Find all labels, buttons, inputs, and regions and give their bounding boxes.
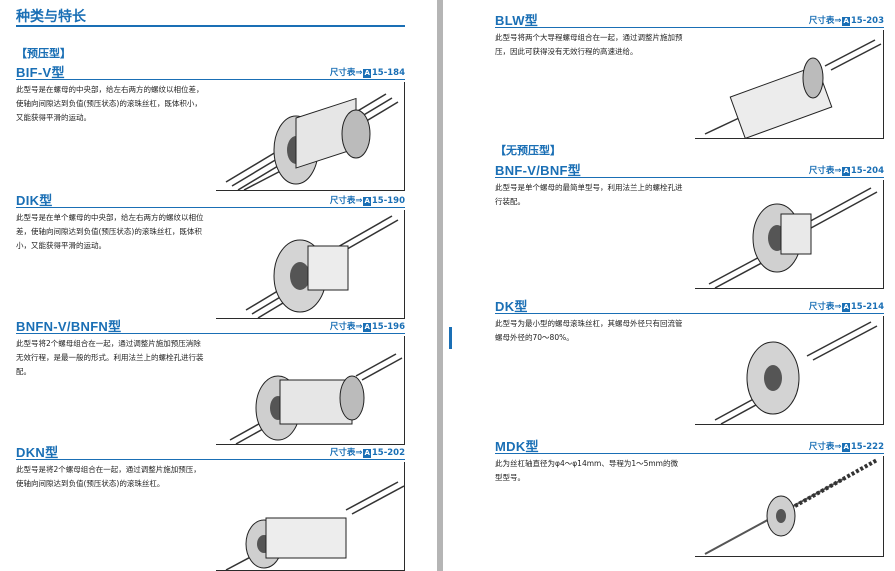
product-name: MDK型 [495, 439, 539, 454]
product-illustration [216, 336, 405, 445]
ref-prefix: 尺寸表⇒ [808, 302, 842, 312]
product-description: 此型号是将2个螺母组合在一起，通过调整片施加预压，使轴向间隙达到负值(预压状态)… [16, 465, 201, 488]
ref-prefix: 尺寸表⇒ [808, 16, 842, 26]
product-name: BNF-V/BNF型 [495, 163, 582, 178]
product-description: 此型号是在螺母的中央部，给左右两方的螺纹以相位差，使轴向间隙达到负值(预压状态)… [16, 85, 204, 122]
ref-badge: A [363, 449, 371, 458]
ref-badge: A [363, 323, 371, 332]
entry-rule [16, 207, 405, 208]
ref-badge: A [842, 303, 850, 312]
ref-prefix: 尺寸表⇒ [329, 196, 363, 206]
product-name: BIF-V型 [16, 65, 65, 80]
ref-badge: A [363, 69, 371, 78]
entry-rule [495, 27, 884, 28]
product-description: 此型号是在单个螺母的中央部，给左右两方的螺纹以相位差，使轴向间隙达到负值(预压状… [16, 213, 204, 250]
ref-page: 15-222 [850, 442, 884, 452]
ref-badge: A [842, 167, 850, 176]
product-description: 此型号将2个螺母组合在一起，通过调整片施加预压消除无效行程，是最一般的形式。利用… [16, 339, 204, 376]
product-name: DK型 [495, 299, 528, 314]
ref-page: 15-196 [371, 322, 405, 332]
product-name: BLW型 [495, 13, 539, 28]
product-description: 此为丝杠轴直径为φ4～φ14mm、导程为1～5mm的微型型号。 [495, 459, 678, 482]
ref-prefix: 尺寸表⇒ [808, 442, 842, 452]
product-illustration [695, 180, 884, 289]
entry-rule [495, 313, 884, 314]
group-label-no-preload: 【无预压型】 [495, 144, 561, 157]
product-description: 此型号为最小型的螺母滚珠丝杠，其螺母外径只有回流管螺母外径的70～80%。 [495, 319, 683, 342]
ref-badge: A [363, 197, 371, 206]
product-name: DKN型 [16, 445, 59, 460]
ref-prefix: 尺寸表⇒ [329, 68, 363, 78]
ball-screw-image [704, 39, 882, 138]
section-rule [16, 25, 405, 27]
section-side-tab [449, 327, 452, 349]
ball-screw-image [704, 458, 878, 555]
group-label-preload: 【预压型】 [16, 47, 71, 60]
page-gutter [437, 0, 443, 571]
product-name: BNFN-V/BNFN型 [16, 319, 122, 334]
ref-page: 15-214 [850, 302, 884, 312]
ball-screw-image [714, 321, 878, 424]
ref-badge: A [842, 443, 850, 452]
product-description: 此型号是单个螺母的最简单型号，利用法兰上的螺栓孔进行装配。 [495, 183, 683, 206]
ball-screw-image [708, 187, 878, 288]
product-illustration [216, 210, 405, 319]
ref-page: 15-203 [850, 16, 884, 26]
ref-prefix: 尺寸表⇒ [808, 166, 842, 176]
ball-screw-image [225, 93, 399, 190]
entry-rule [495, 453, 884, 454]
ref-page: 15-190 [371, 196, 405, 206]
entry-rule [16, 79, 405, 80]
ball-screw-image [245, 215, 399, 318]
ball-screw-image [229, 353, 403, 444]
entry-rule [495, 177, 884, 178]
product-illustration [695, 456, 884, 557]
product-illustration [216, 462, 405, 571]
entry-rule [16, 333, 405, 334]
product-name: DIK型 [16, 193, 53, 208]
product-illustration [695, 30, 884, 139]
ref-page: 15-202 [371, 448, 405, 458]
ref-prefix: 尺寸表⇒ [329, 322, 363, 332]
product-illustration [695, 316, 884, 425]
ball-screw-image [225, 481, 404, 570]
ref-page: 15-204 [850, 166, 884, 176]
ref-badge: A [842, 17, 850, 26]
ref-prefix: 尺寸表⇒ [329, 448, 363, 458]
section-title: 种类与特长 [16, 9, 86, 25]
product-description: 此型号将两个大导程螺母组合在一起，通过调整片施加预压，因此可获得没有无效行程的高… [495, 33, 683, 56]
product-illustration [216, 82, 405, 191]
entry-rule [16, 459, 405, 460]
ref-page: 15-184 [371, 68, 405, 78]
